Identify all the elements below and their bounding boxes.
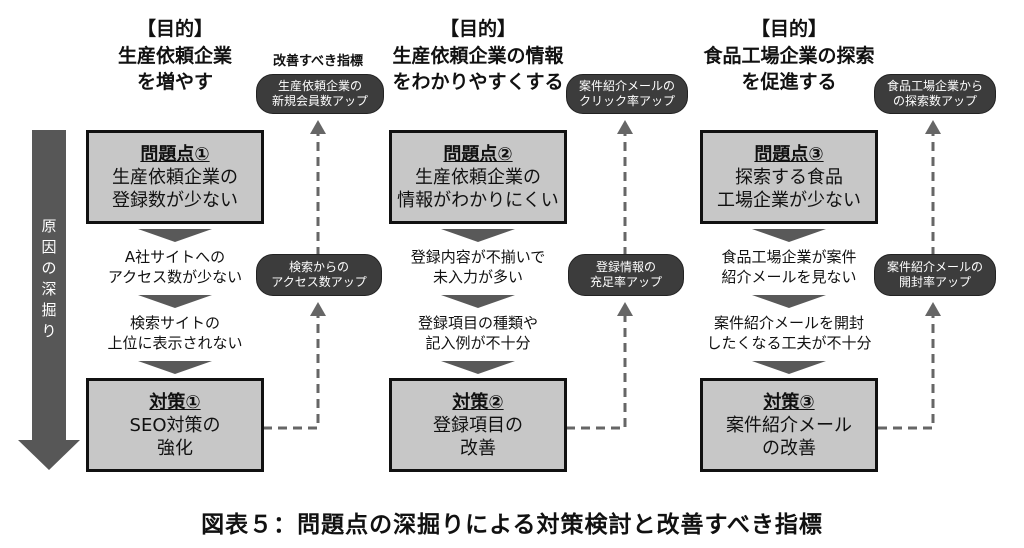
- purpose-heading-2: 【目的】: [439, 18, 516, 40]
- cause2-1-line1: 検索サイトの: [129, 314, 220, 332]
- purpose-line2-1: を増やす: [136, 71, 213, 93]
- purpose-heading-1: 【目的】: [136, 18, 213, 40]
- chevron-2c: [441, 361, 515, 374]
- measure-line1-2: 登録項目の: [433, 414, 523, 436]
- purpose-line2-2: をわかりやすくする: [392, 71, 564, 93]
- cause2-3-line2: したくなる工夫が不十分: [706, 334, 872, 352]
- purpose-heading-3: 【目的】: [750, 18, 827, 40]
- purpose-line2-3: を促進する: [741, 71, 837, 93]
- kpi-pill-mid-3-line1: 案件紹介メールの: [886, 260, 983, 274]
- problem-title-2: 問題点②: [443, 143, 513, 165]
- arrowhead-3a: [925, 302, 941, 316]
- kpi-pill-top-3: 食品工場企業から の探索数アップ: [874, 74, 996, 114]
- cause1-1: A社サイトへの アクセス数が少ない: [90, 247, 260, 287]
- kpi-pill-mid-1-line1: 検索からの: [288, 260, 349, 274]
- dashed-arrow-2: [566, 130, 627, 430]
- measure-box-2: 対策② 登録項目の 改善: [389, 378, 567, 472]
- problem-line1-2: 生産依頼企業の: [415, 166, 541, 188]
- cause1-3: 食品工場企業が案件 紹介メールを見ない: [694, 247, 884, 287]
- problem-line1-1: 生産依頼企業の: [112, 166, 238, 188]
- cause2-2-line2: 記入例が不十分: [425, 334, 531, 352]
- problem-box-3: 問題点③ 探索する食品 工場企業が少ない: [700, 130, 878, 224]
- measure-line2-3: の改善: [762, 437, 816, 459]
- problem-line2-3: 工場企業が少ない: [717, 189, 861, 211]
- cause1-3-line1: 食品工場企業が案件: [721, 248, 857, 266]
- arrowhead-2b: [617, 120, 633, 134]
- problem-title-3: 問題点③: [754, 143, 824, 165]
- measure-title-1: 対策①: [149, 391, 201, 413]
- measure-box-3: 対策③ 案件紹介メール の改善: [700, 378, 878, 472]
- cause1-2-line1: 登録内容が不揃いで: [410, 248, 546, 266]
- depth-arrow: [18, 130, 80, 470]
- cause2-3: 案件紹介メールを開封 したくなる工夫が不十分: [689, 313, 889, 353]
- cause2-3-line1: 案件紹介メールを開封: [713, 314, 864, 332]
- problem-box-1: 問題点① 生産依頼企業の 登録数が少ない: [86, 130, 264, 224]
- purpose-line1-2: 生産依頼企業の情報: [392, 45, 564, 67]
- kpi-pill-top-2-line2: クリック率アップ: [578, 94, 675, 108]
- measure-box-1: 対策① SEO対策の 強化: [86, 378, 264, 472]
- kpi-pill-mid-3: 案件紹介メールの 開封率アップ: [874, 254, 996, 296]
- cause1-1-line2: アクセス数が少ない: [107, 268, 243, 286]
- measure-line1-1: SEO対策の: [129, 414, 221, 436]
- kpi-heading: 改善すべき指標: [272, 54, 364, 69]
- arrowhead-2a: [617, 302, 633, 316]
- chevron-3a: [752, 229, 826, 242]
- chevron-1c: [138, 361, 212, 374]
- kpi-pill-mid-1: 検索からの アクセス数アップ: [256, 254, 382, 296]
- chevron-2b: [441, 295, 515, 308]
- measure-line2-2: 改善: [460, 437, 496, 459]
- kpi-pill-top-1: 生産依頼企業の 新規会員数アップ: [256, 74, 384, 114]
- cause2-1: 検索サイトの 上位に表示されない: [90, 313, 260, 353]
- chevron-1b: [138, 295, 212, 308]
- purpose-line1-3: 食品工場企業の探索: [703, 45, 875, 67]
- measure-line1-3: 案件紹介メール: [726, 414, 852, 436]
- arrowhead-3b: [925, 120, 941, 134]
- cause2-1-line2: 上位に表示されない: [107, 334, 243, 352]
- cause1-3-line2: 紹介メールを見ない: [721, 268, 857, 286]
- problem-line2-2: 情報がわかりにくい: [397, 189, 559, 211]
- kpi-pill-top-3-line2: の探索数アップ: [892, 94, 977, 108]
- measure-line2-1: 強化: [157, 437, 193, 459]
- chevron-2a: [441, 229, 515, 242]
- problem-line2-1: 登録数が少ない: [112, 189, 238, 211]
- kpi-pill-top-1-line2: 新規会員数アップ: [271, 94, 368, 108]
- kpi-pill-mid-2-line2: 充足率アップ: [589, 275, 662, 289]
- dashed-arrow-1: [263, 130, 320, 430]
- kpi-pill-mid-1-line2: アクセス数アップ: [271, 275, 367, 289]
- figure-caption: 図表５：問題点の深掘りによる対策検討と改善すべき指標: [201, 512, 823, 538]
- kpi-pill-top-1-line1: 生産依頼企業の: [277, 79, 362, 93]
- depth-label: 原因の深掘り: [41, 217, 57, 340]
- arrowhead-1a: [310, 302, 326, 316]
- dashed-arrow-3: [878, 130, 935, 430]
- kpi-pill-mid-2: 登録情報の 充足率アップ: [568, 254, 684, 296]
- kpi-pill-top-3-line1: 食品工場企業から: [886, 79, 983, 93]
- problem-box-2: 問題点② 生産依頼企業の 情報がわかりにくい: [389, 130, 567, 224]
- cause1-2: 登録内容が不揃いで 未入力が多い: [393, 247, 563, 287]
- problem-title-1: 問題点①: [140, 143, 210, 165]
- cause2-2: 登録項目の種類や 記入例が不十分: [393, 313, 563, 353]
- kpi-pill-mid-3-line2: 開封率アップ: [898, 275, 971, 289]
- cause1-2-line2: 未入力が多い: [432, 268, 523, 286]
- kpi-pill-top-2-line1: 案件紹介メールの: [578, 79, 675, 93]
- cause2-2-line1: 登録項目の種類や: [417, 314, 538, 332]
- chevron-1a: [138, 229, 212, 242]
- purpose-line1-1: 生産依頼企業: [117, 45, 232, 67]
- chevron-3c: [752, 361, 826, 374]
- cause1-1-line1: A社サイトへの: [124, 248, 226, 266]
- measure-title-3: 対策③: [763, 391, 815, 413]
- problem-line1-3: 探索する食品: [735, 166, 843, 188]
- chevron-3b: [752, 295, 826, 308]
- kpi-pill-mid-2-line1: 登録情報の: [595, 260, 656, 274]
- kpi-pill-top-2: 案件紹介メールの クリック率アップ: [566, 74, 688, 114]
- arrowhead-1b: [310, 120, 326, 134]
- measure-title-2: 対策②: [452, 391, 504, 413]
